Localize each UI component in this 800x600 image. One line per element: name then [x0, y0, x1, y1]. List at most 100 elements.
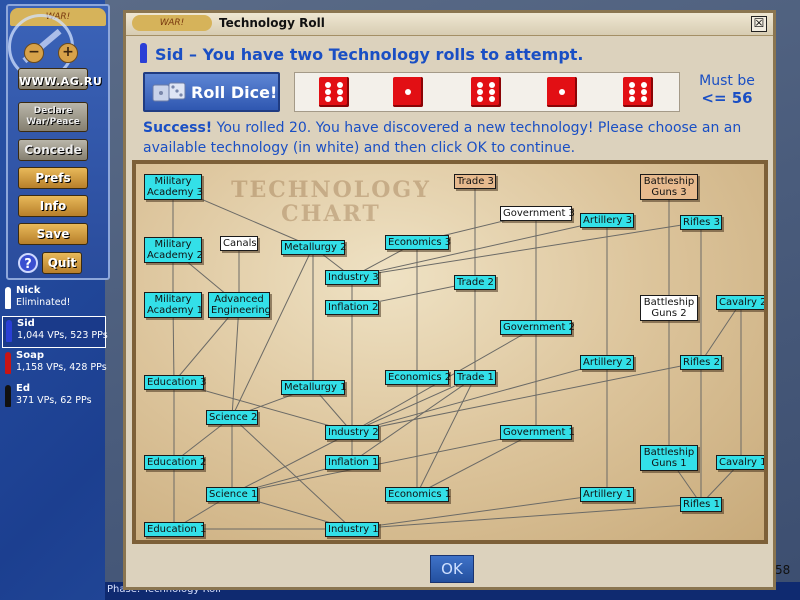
tech-label: Artillery 2: [583, 357, 632, 368]
die-pip: [337, 89, 343, 95]
ok-button[interactable]: OK: [430, 555, 474, 583]
turn-number: 58: [775, 563, 791, 577]
tech-artillery-2: Artillery 2: [580, 355, 634, 370]
player-nick[interactable]: Nick Eliminated!: [2, 284, 104, 314]
declare-war-peace-button[interactable]: Declare War/Peace: [18, 102, 88, 132]
disabled-button: [18, 68, 88, 90]
tech-label: Trade 3: [457, 176, 494, 187]
zoom-out-button[interactable]: −: [24, 43, 44, 63]
die-pip: [477, 89, 483, 95]
tech-label: Cavalry 1: [719, 457, 767, 468]
die-pip: [477, 96, 483, 102]
player-sid[interactable]: Sid 1,044 VPs, 523 PPs: [2, 316, 108, 348]
info-button[interactable]: Info: [18, 195, 88, 217]
tech-government-3[interactable]: Government 3: [500, 206, 575, 221]
player-ed[interactable]: Ed 371 VPs, 62 PPs: [2, 382, 104, 412]
save-button[interactable]: Save: [18, 223, 88, 245]
tech-label: Guns 3: [651, 187, 687, 198]
tech-link-rif1-ind1: [351, 503, 702, 530]
quit-button[interactable]: Quit: [42, 252, 82, 274]
tech-rifles-3: Rifles 3: [680, 215, 722, 230]
tech-label: Rifles 2: [683, 357, 720, 368]
tech-link-ind2-tr1: [351, 376, 476, 433]
tech-canals[interactable]: Canals: [220, 236, 258, 251]
tech-label: Battleship: [643, 297, 695, 308]
tech-label: Trade 2: [457, 277, 494, 288]
tech-label: Government 1: [503, 427, 575, 438]
tech-label: Industry 3: [328, 272, 379, 283]
tech-label: Economics 1: [388, 489, 452, 500]
tech-label: Military: [154, 176, 192, 187]
tech-science-2: Science 2: [206, 410, 258, 425]
tech-link-cav2-rif2: [700, 301, 742, 363]
tech-label: Advanced: [214, 294, 264, 305]
must-be-value: <= 56: [701, 89, 753, 107]
tech-link-sci2-ind1: [231, 416, 353, 530]
tech-economics-3: Economics 3: [385, 235, 452, 250]
tech-inflation-1: Inflation 1: [325, 455, 379, 470]
tech-link-gov1-sci1: [231, 431, 537, 495]
tech-link-tr1-eco1: [416, 376, 476, 495]
die-3: [471, 77, 501, 107]
tech-label: Academy 1: [147, 305, 203, 316]
die-pip: [641, 89, 647, 95]
tech-label: Battleship: [643, 176, 695, 187]
player-figure-icon: [5, 385, 11, 407]
tech-inflation-2: Inflation 2: [325, 300, 379, 315]
dialog-titlebar[interactable]: WAR! Technology Roll ☒: [126, 13, 773, 36]
tech-label: Education 1: [147, 524, 207, 535]
dialog-title: Technology Roll: [219, 16, 325, 30]
target-roll: Must be <= 56: [692, 73, 762, 107]
tech-label: Economics 2: [388, 372, 452, 383]
turn-message: Sid – You have two Technology rolls to a…: [140, 43, 584, 64]
tech-label: Economics 3: [388, 237, 452, 248]
tech-label: Guns 2: [651, 308, 687, 319]
success-text: You rolled 20. You have discovered a new…: [143, 120, 742, 156]
tech-education-2: Education 2: [144, 455, 206, 470]
tech-science-1: Science 1: [206, 487, 258, 502]
tech-label: Academy 3: [147, 187, 203, 198]
tech-trade-2: Trade 2: [454, 275, 496, 290]
chart-title-line2: CHART: [281, 201, 381, 227]
tech-label: Engineering: [211, 305, 271, 316]
tech-label: Rifles 3: [683, 217, 720, 228]
tech-artillery-3: Artillery 3: [580, 213, 634, 228]
player-soap[interactable]: Soap 1,158 VPs, 428 PPs: [2, 349, 107, 379]
die-pip: [477, 82, 483, 88]
tech-link-met2-sci2: [231, 246, 314, 418]
tech-industry-1: Industry 1: [325, 522, 379, 537]
concede-button[interactable]: Concede: [18, 139, 88, 161]
tech-link-gov1-eco1: [416, 431, 537, 495]
watermark: WWW.AG.RU: [19, 75, 103, 88]
tech-label: Cavalry 2: [719, 297, 767, 308]
tech-economics-2: Economics 2: [385, 370, 452, 385]
tech-label: Inflation 2: [328, 302, 379, 313]
success-message: Success! You rolled 20. You have discove…: [143, 118, 763, 158]
tech-label: Metallurgy 2: [284, 242, 347, 253]
tech-metallurgy-1: Metallurgy 1: [281, 380, 346, 395]
tech-industry-3: Industry 3: [325, 270, 379, 285]
roll-dice-button[interactable]: Roll Dice!: [143, 72, 280, 112]
close-icon[interactable]: ☒: [751, 16, 767, 32]
success-head: Success!: [143, 120, 213, 136]
roll-count-message: – You have two Technology rolls to attem…: [189, 45, 584, 64]
player-figure-icon: [5, 287, 11, 309]
die-5: [623, 77, 653, 107]
prefs-button[interactable]: Prefs: [18, 167, 88, 189]
die-pip: [629, 89, 635, 95]
chart-title-line1: TECHNOLOGY: [231, 177, 431, 203]
die-pip: [337, 82, 343, 88]
tech-label: Education 3: [147, 377, 207, 388]
tech-label: Science 2: [209, 412, 258, 423]
player-figure-icon: [140, 43, 147, 63]
technology-roll-dialog: WAR! Technology Roll ☒ Sid – You have tw…: [123, 10, 776, 590]
help-icon[interactable]: ?: [18, 253, 38, 273]
tech-government-1: Government 1: [500, 425, 575, 440]
must-be-label: Must be: [699, 73, 755, 89]
zoom-in-button[interactable]: +: [58, 43, 78, 63]
